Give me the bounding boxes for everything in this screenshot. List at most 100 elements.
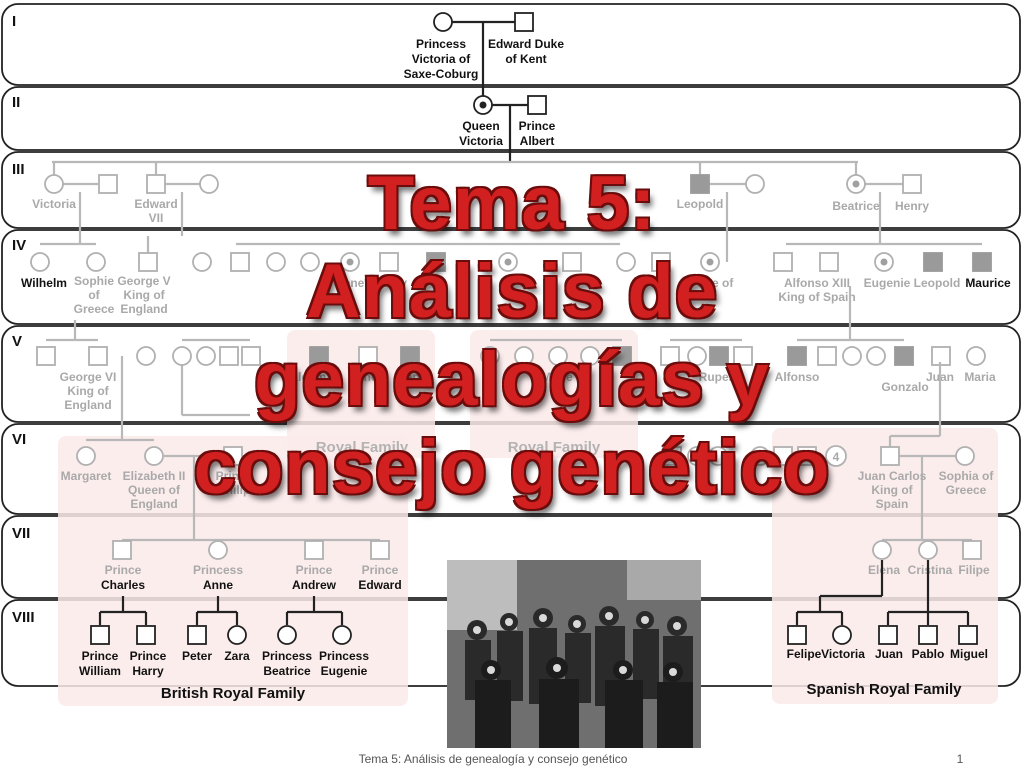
- female-symbol: [687, 346, 707, 366]
- female-symbol: [196, 346, 216, 366]
- male-symbol: [562, 252, 582, 272]
- anne-label-2: Anne: [203, 578, 233, 592]
- male-symbol: [514, 12, 534, 32]
- affected-male-symbol: [894, 346, 914, 366]
- sophie-label-3: Greece: [74, 302, 115, 316]
- edward-vii-gen7-label-1: Prince: [362, 563, 399, 577]
- male-symbol: [902, 174, 922, 194]
- george-v-label-1: George V: [117, 274, 170, 288]
- wilhelm-label: Wilhelm: [21, 276, 67, 290]
- female-symbol: [76, 446, 96, 466]
- four-children-count: 4: [833, 450, 840, 464]
- male-symbol: [527, 95, 547, 115]
- female-symbol: [136, 346, 156, 366]
- andrew-label-1: Prince: [296, 563, 333, 577]
- beatrice-label: Beatrice: [832, 199, 880, 213]
- henry-v-label: Henry: [397, 370, 431, 384]
- marie-label: Marie: [541, 370, 573, 384]
- female-symbol: [548, 346, 568, 366]
- male-symbol: [241, 346, 261, 366]
- affected-male-symbol: [709, 346, 729, 366]
- maurice-label: Maurice: [965, 276, 1011, 290]
- alfonso-xiii-label-1: Alfonso XIII: [784, 276, 850, 290]
- male-symbol: [90, 625, 110, 645]
- gen-label-4: IV: [12, 237, 26, 254]
- female-symbol: [616, 252, 636, 272]
- sophie-label-1: Sophie: [74, 274, 114, 288]
- female-symbol: [750, 446, 770, 466]
- gen-label-3: III: [12, 161, 25, 178]
- george-vi-label-1: George VI: [60, 370, 117, 384]
- affected-male-symbol: [612, 346, 632, 366]
- george-vi-label-3: England: [64, 398, 111, 412]
- elizabeth-ii-label-2: Queen of: [128, 483, 181, 497]
- female-symbol: [966, 346, 986, 366]
- male-symbol: [958, 625, 978, 645]
- william-label-2: William: [79, 664, 121, 678]
- zara-label: Zara: [224, 649, 250, 663]
- affected-male-symbol: [923, 252, 943, 272]
- prince-v-label: Prince: [348, 370, 385, 384]
- affected-male-symbol: [787, 346, 807, 366]
- male-symbol: [662, 446, 682, 466]
- princess-victoria-label-2: Victoria of: [412, 52, 471, 66]
- spanish-panel: [772, 428, 998, 704]
- male-symbol: [880, 446, 900, 466]
- female-symbol: [832, 625, 852, 645]
- female-symbol: [44, 174, 64, 194]
- queen-victoria-label-1: Queen: [462, 119, 499, 133]
- alfonso-xiii-label-2: King of Spain: [778, 290, 855, 304]
- elena-label: Elena: [868, 563, 900, 577]
- harry-label-2: Harry: [132, 664, 164, 678]
- sophia-label-2: Greece: [946, 483, 987, 497]
- felipe-label: Felipe: [787, 647, 822, 661]
- leopold-iv-label: Leopold: [914, 276, 961, 290]
- harry-label-1: Prince: [130, 649, 167, 663]
- male-symbol: [304, 540, 324, 560]
- female-symbol: [144, 446, 164, 466]
- princess-victoria-label-3: Saxe-Coburg: [404, 67, 479, 81]
- george-v-label-2: King of: [123, 288, 165, 302]
- male-symbol: [36, 346, 56, 366]
- female-symbol: [708, 446, 728, 466]
- juan-carlos-label-3: Spain: [876, 497, 909, 511]
- andrew-label-2: Andrew: [292, 578, 337, 592]
- male-symbol: [878, 625, 898, 645]
- male-symbol: [817, 346, 837, 366]
- female-symbol: [172, 346, 192, 366]
- female-symbol: [227, 625, 247, 645]
- generation-2: Queen Victoria Prince Albert: [459, 95, 556, 162]
- generation-labels: I II III IV V VI VII VIII: [12, 13, 35, 626]
- female-symbol: [514, 346, 534, 366]
- female-symbol: [277, 625, 297, 645]
- male-symbol: [112, 540, 132, 560]
- female-symbol: [332, 625, 352, 645]
- male-symbol: [651, 252, 671, 272]
- female-symbol: [955, 446, 975, 466]
- male-symbol: [773, 252, 793, 272]
- page-number: 1: [956, 752, 964, 766]
- generation-1: Princess Victoria of Saxe-Coburg Edward …: [404, 12, 564, 96]
- margaret-label: Margaret: [61, 469, 112, 483]
- male-symbol: [370, 540, 390, 560]
- generation-5: George VI King of England Waldemar Princ…: [36, 286, 996, 440]
- prince-albert-label-2: Albert: [520, 134, 555, 148]
- irene-label: Irene: [336, 276, 365, 290]
- sophia-label-1: Sophia of: [939, 469, 995, 483]
- juan-carlos-label-2: King of: [871, 483, 913, 497]
- gen-label-2: II: [12, 94, 20, 111]
- eugenie-viii-label-2: Eugenie: [321, 664, 368, 678]
- female-symbol: [580, 346, 600, 366]
- four-children-symbol: [825, 445, 847, 467]
- eugenie-iv-label: Eugenie: [864, 276, 911, 290]
- peter-label: Peter: [182, 649, 212, 663]
- edward-kent-label-2: of Kent: [505, 52, 546, 66]
- leopold-label: Leopold: [677, 197, 724, 211]
- juan-viii-label: Juan: [875, 647, 903, 661]
- gen-label-7: VII: [12, 525, 30, 542]
- gen-label-8: VIII: [12, 609, 35, 626]
- maria-label: Maria: [964, 370, 996, 384]
- male-symbol: [88, 346, 108, 366]
- male-symbol: [379, 252, 399, 272]
- miguel-label: Miguel: [950, 647, 988, 661]
